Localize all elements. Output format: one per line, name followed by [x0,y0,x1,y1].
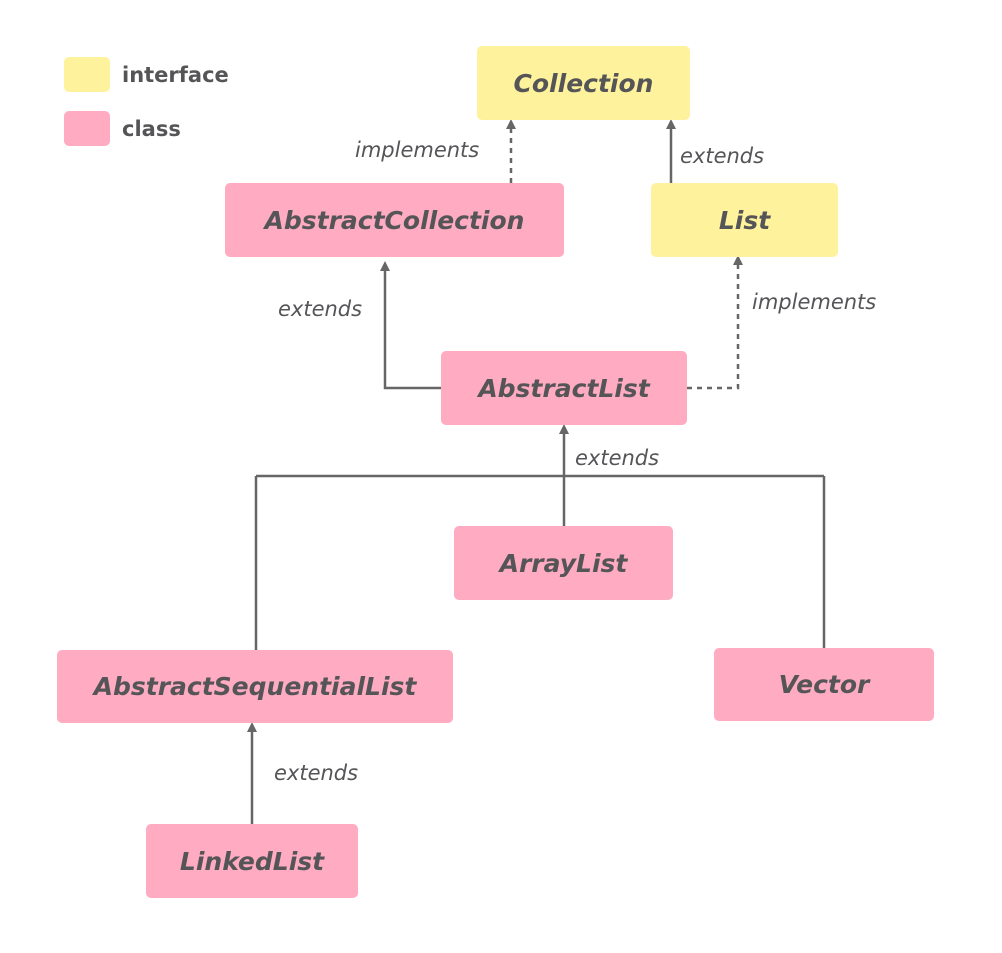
legend-interface-swatch [64,57,110,92]
legend-interface-label: interface [122,63,229,87]
edge-abstract-list-implements-list [687,255,743,390]
node-linked-list: LinkedList [146,824,358,898]
label-list-extends: extends [680,144,765,168]
node-collection: Collection [477,46,690,120]
label-subclasses-extends: extends [575,446,660,470]
label-linked-list-extends: extends [274,761,359,785]
label-abstract-collection-implements: implements [355,138,480,162]
node-array-list: ArrayList [454,526,673,600]
label-abstract-list-extends: extends [278,297,363,321]
legend-class-label: class [122,117,181,141]
edge-abstract-list-extends-abstract-collection [380,261,441,390]
legend-class-swatch [64,111,110,146]
node-vector: Vector [714,648,934,721]
node-abstract-sequential-list: AbstractSequentialList [57,650,453,723]
label-abstract-list-implements: implements [752,290,877,314]
node-abstract-list: AbstractList [441,351,687,425]
node-abstract-collection: AbstractCollection [225,183,564,257]
node-list: List [651,183,838,257]
